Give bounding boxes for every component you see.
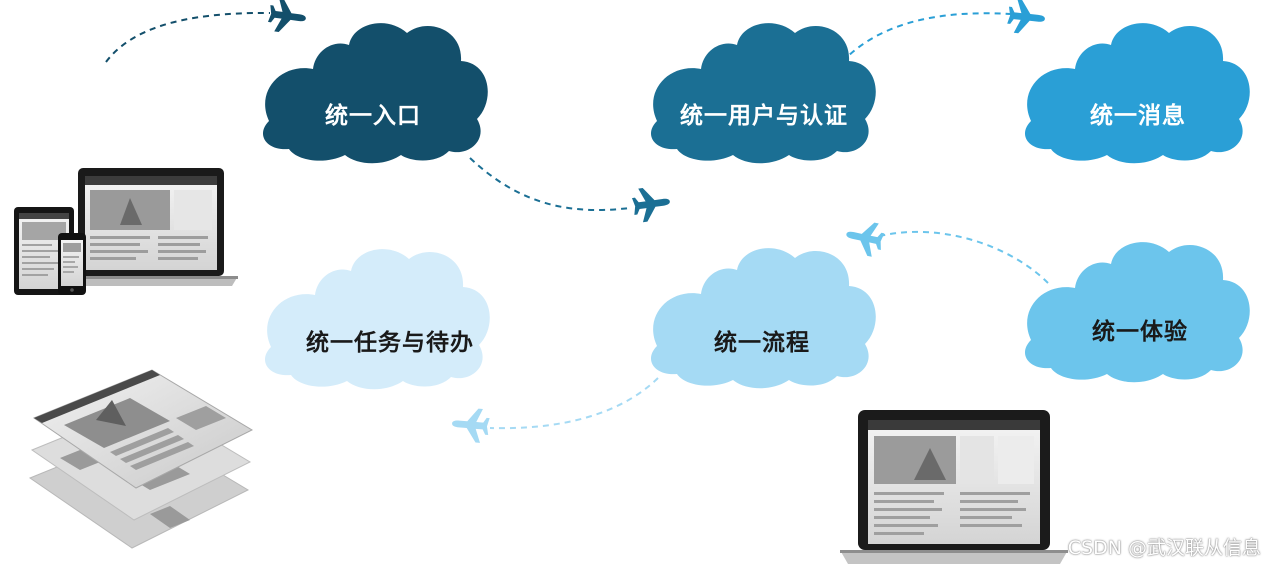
flight-paths: [105, 11, 1049, 430]
flight-path-to-entrance: [105, 11, 271, 63]
label-unified-experience: 统一体验: [1092, 319, 1188, 345]
cloud-unified-process: [650, 248, 876, 389]
label-unified-message: 统一消息: [1090, 103, 1186, 129]
watermark: CSDN @武汉联从信息: [1067, 537, 1261, 559]
label-unified-auth: 统一用户与认证: [680, 103, 848, 129]
flight-path-entrance-to-auth: [469, 157, 631, 211]
label-unified-process: 统一流程: [714, 330, 810, 356]
flight-path-process-to-tasks: [489, 377, 659, 430]
airplane-icon: [1006, 0, 1047, 36]
cloud-unified-auth: [650, 23, 876, 164]
airplane-icon: [842, 217, 887, 259]
flight-path-experience-to-process: [879, 230, 1049, 284]
airplane-icon: [450, 406, 491, 444]
flight-path-auth-to-message: [841, 12, 1011, 63]
cloud-unified-tasks: [264, 249, 490, 390]
devices-illustration: [14, 168, 238, 295]
layered-pages-illustration: [28, 369, 254, 549]
airplane-icon: [630, 184, 673, 224]
airplane-icon: [266, 0, 309, 36]
label-unified-entrance: 统一入口: [325, 103, 421, 129]
cloud-unified-entrance: [262, 23, 488, 164]
laptop-illustration: [840, 410, 1068, 564]
label-unified-tasks: 统一任务与待办: [306, 330, 474, 356]
cloud-unified-message: [1024, 23, 1250, 164]
